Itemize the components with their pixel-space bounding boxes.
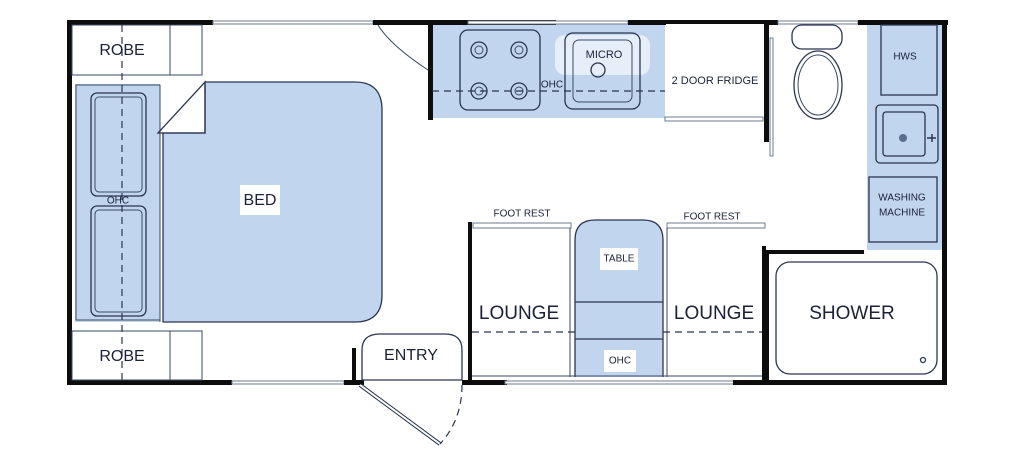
- lounge-right-wall: [762, 246, 766, 381]
- label-machine: MACHINE: [879, 208, 925, 219]
- shower: [775, 261, 938, 375]
- door-swing-top: [377, 24, 429, 71]
- dinette-table: [575, 220, 663, 377]
- lounge-left-wall: [468, 222, 472, 384]
- toilet: [791, 24, 843, 120]
- robe-bottom: [71, 330, 203, 381]
- wall-top-right: [858, 20, 948, 25]
- label-bed: BED: [244, 192, 277, 209]
- hws: [880, 24, 938, 96]
- label-lounge-left: LOUNGE: [479, 303, 559, 324]
- entry-door-swing: [439, 384, 463, 445]
- label-bed-ohc: OHC: [107, 196, 129, 207]
- fridge-door: [664, 116, 764, 122]
- window-bathroom: [777, 20, 859, 25]
- window-top-left: [212, 20, 374, 25]
- label-foot-rest-left: FOOT REST: [493, 209, 550, 220]
- wall-left: [67, 20, 72, 385]
- label-kitchen-ohc: OHC: [541, 80, 563, 91]
- washing-machine: [868, 176, 938, 243]
- foot-rest-left: [472, 222, 572, 229]
- foot-rest-right: [666, 222, 766, 229]
- window-lounge: [504, 380, 736, 385]
- shower-top-wall: [764, 250, 864, 254]
- window-bottom-left: [231, 380, 345, 385]
- cooktop: [459, 29, 541, 111]
- label-foot-rest-right: FOOT REST: [683, 212, 740, 223]
- sink-drain: [590, 62, 606, 78]
- sink: [564, 32, 641, 110]
- pillow-bottom: [90, 205, 147, 317]
- label-dinette-ohc: OHC: [609, 356, 631, 367]
- label-robe-bottom: ROBE: [99, 348, 144, 365]
- wall-bottom-left: [67, 380, 232, 385]
- window-kitchen: [467, 20, 629, 25]
- bathroom-slider: [769, 37, 774, 157]
- tap-icon: [927, 134, 936, 142]
- wall-top-mid: [373, 20, 556, 25]
- basin-drain-icon: [899, 134, 907, 142]
- pillow-top: [90, 92, 147, 197]
- kitchen-partition: [428, 20, 433, 120]
- label-robe-top: ROBE: [99, 42, 144, 59]
- basin: [882, 111, 926, 157]
- entry-step: [361, 333, 463, 381]
- label-shower: SHOWER: [809, 303, 895, 324]
- wall-top-mid2: [628, 20, 778, 25]
- label-table: TABLE: [604, 254, 635, 265]
- label-fridge: 2 DOOR FRIDGE: [672, 75, 759, 87]
- wall-bottom-right: [733, 380, 947, 385]
- label-hws: HWS: [893, 52, 917, 63]
- bathroom-partition-upper: [764, 20, 769, 142]
- fridge: [666, 24, 764, 118]
- wall-bottom-mid: [462, 380, 507, 385]
- shower-drain-icon: [919, 356, 927, 364]
- bathroom-partition-lower: [764, 250, 769, 385]
- robe-top: [71, 24, 203, 76]
- bed-corner-bevel: [156, 80, 206, 134]
- entry-post: [352, 348, 356, 384]
- wall-top-left: [67, 20, 213, 25]
- wall-right: [942, 20, 947, 385]
- label-lounge-right: LOUNGE: [674, 303, 754, 324]
- label-micro: MICRO: [586, 49, 623, 61]
- label-washing: WASHING: [878, 193, 926, 204]
- label-entry: ENTRY: [384, 347, 438, 364]
- micro-panel: [555, 35, 650, 75]
- vanity: [875, 104, 939, 164]
